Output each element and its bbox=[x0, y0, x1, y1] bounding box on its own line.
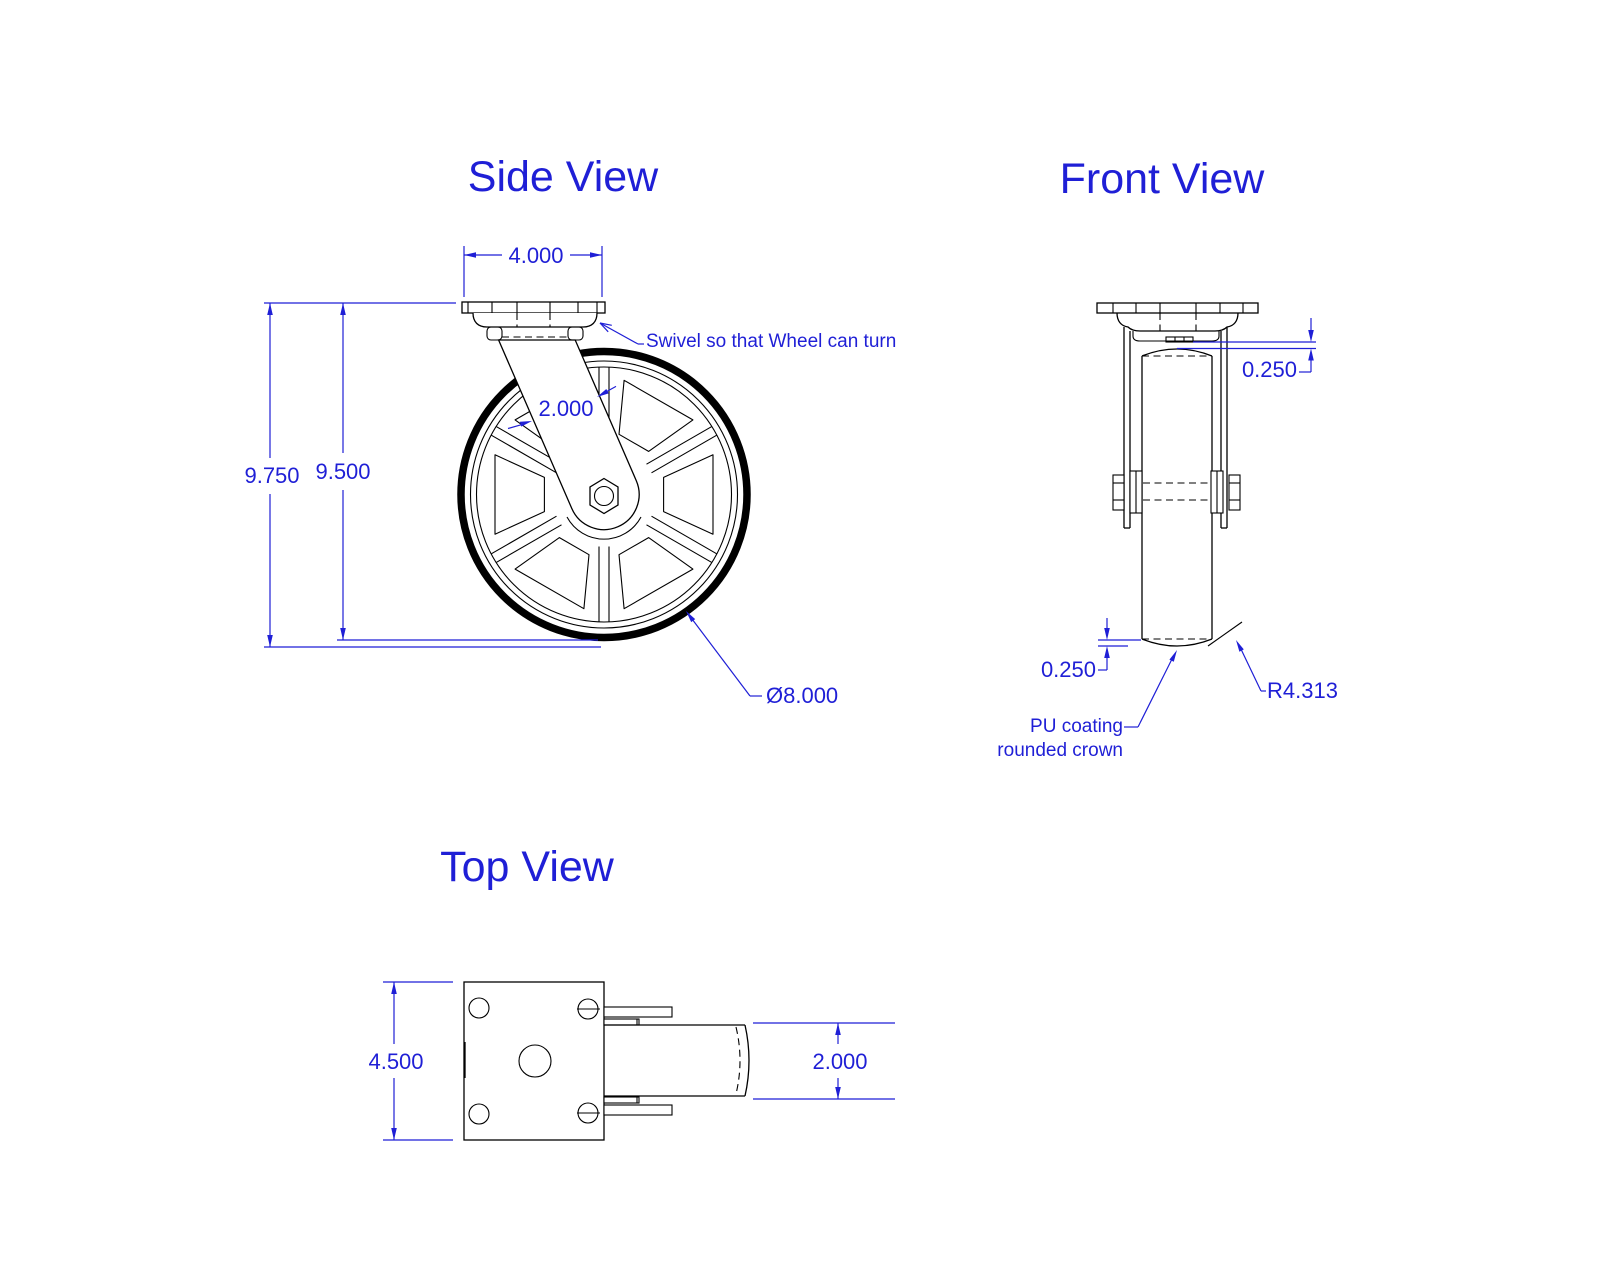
dim-crown-height: 0.250 bbox=[1041, 657, 1096, 682]
top-dimensions: 4.500 2.000 bbox=[368, 981, 895, 1141]
dim-plate-width: 4.000 bbox=[508, 243, 563, 268]
dim-wheel-width: 2.000 bbox=[812, 1049, 867, 1074]
kingpin-hole bbox=[518, 1044, 552, 1078]
top-fork-and-wheel bbox=[603, 1006, 750, 1116]
side-view: Side View bbox=[244, 153, 896, 708]
front-view-title: Front View bbox=[1060, 155, 1266, 203]
front-axle-nuts bbox=[1112, 470, 1241, 514]
front-dimensions: 0.250 0.250 R4.313 PU coating rounded cr… bbox=[997, 318, 1338, 761]
dim-wheel-diameter: Ø8.000 bbox=[766, 683, 838, 708]
bolt-hole bbox=[468, 997, 490, 1019]
dim-overall-height: 9.750 bbox=[244, 463, 299, 488]
top-view: Top View bbox=[368, 843, 895, 1141]
bolt-hole bbox=[468, 1103, 490, 1125]
note-coating-line2: rounded crown bbox=[997, 740, 1123, 761]
axle-hex-nut bbox=[589, 477, 619, 515]
dim-swivel-height: 9.500 bbox=[315, 459, 370, 484]
note-coating-line1: PU coating bbox=[1030, 716, 1123, 737]
note-swivel: Swivel so that Wheel can turn bbox=[646, 331, 896, 352]
side-view-title: Side View bbox=[468, 153, 659, 201]
top-plate bbox=[463, 981, 605, 1141]
wheel-tire-ring bbox=[457, 347, 751, 642]
dim-crown-radius: R4.313 bbox=[1267, 678, 1338, 703]
crown-tangent-line bbox=[1207, 621, 1243, 647]
dim-fork-width: 2.000 bbox=[538, 396, 593, 421]
side-top-plate bbox=[461, 301, 606, 341]
dim-top-clearance: 0.250 bbox=[1242, 357, 1297, 382]
front-top-plate bbox=[1096, 302, 1259, 343]
side-swivel-fork bbox=[497, 339, 642, 540]
side-swivel-housing bbox=[472, 312, 598, 328]
front-view: Front View bbox=[997, 155, 1338, 761]
side-dimensions: 4.000 9.750 9.500 2.000 Ø8 bbox=[244, 243, 896, 708]
top-view-title: Top View bbox=[440, 843, 615, 891]
dim-plate-depth: 4.500 bbox=[368, 1049, 423, 1074]
front-swivel-housing bbox=[1116, 312, 1239, 332]
front-wheel bbox=[1141, 348, 1213, 647]
